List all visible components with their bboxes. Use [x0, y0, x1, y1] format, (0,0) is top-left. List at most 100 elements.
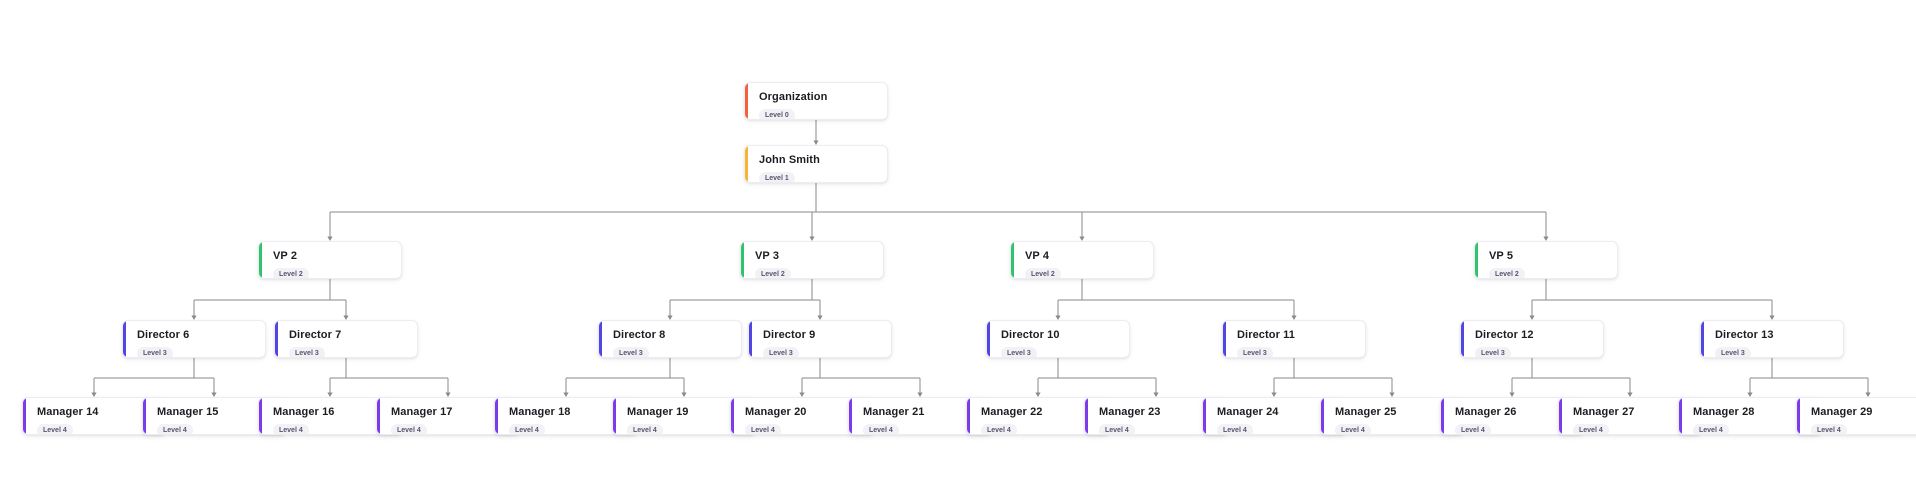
node-title: Manager 16 [273, 406, 335, 418]
node-level-badge: Level 4 [391, 424, 427, 434]
node-level-badge: Level 3 [137, 347, 173, 357]
node-accent-bar [741, 242, 744, 278]
node-accent-bar [1679, 398, 1682, 434]
node-accent-bar [259, 398, 262, 434]
node-accent-bar [495, 398, 498, 434]
node-accent-bar [23, 398, 26, 434]
node-title: Manager 18 [509, 406, 571, 418]
node-title: Manager 14 [37, 406, 99, 418]
node-level-badge: Level 3 [1001, 347, 1037, 357]
org-node[interactable]: Director 8 Level 3 [598, 320, 742, 358]
node-level-badge: Level 4 [1455, 424, 1491, 434]
org-node[interactable]: Director 9 Level 3 [748, 320, 892, 358]
node-accent-bar [143, 398, 146, 434]
node-accent-bar [749, 321, 752, 357]
node-accent-bar [745, 146, 748, 182]
node-level-badge: Level 1 [759, 172, 795, 182]
org-node[interactable]: VP 4 Level 2 [1010, 241, 1154, 279]
org-node[interactable]: Director 12 Level 3 [1460, 320, 1604, 358]
node-title: Director 7 [289, 329, 342, 341]
node-level-badge: Level 3 [1715, 347, 1751, 357]
node-accent-bar [1475, 242, 1478, 278]
node-title: Manager 15 [157, 406, 219, 418]
node-level-badge: Level 4 [157, 424, 193, 434]
node-title: Director 6 [137, 329, 190, 341]
node-level-badge: Level 4 [1811, 424, 1847, 434]
node-title: VP 3 [755, 250, 780, 262]
node-title: Manager 17 [391, 406, 453, 418]
node-title: Director 13 [1715, 329, 1774, 341]
node-accent-bar [1321, 398, 1324, 434]
node-title: Manager 20 [745, 406, 807, 418]
node-level-badge: Level 4 [981, 424, 1017, 434]
node-accent-bar [731, 398, 734, 434]
node-title: Manager 26 [1455, 406, 1517, 418]
node-accent-bar [613, 398, 616, 434]
node-level-badge: Level 3 [763, 347, 799, 357]
node-title: Manager 29 [1811, 406, 1873, 418]
node-accent-bar [123, 321, 126, 357]
node-accent-bar [1085, 398, 1088, 434]
node-level-badge: Level 2 [755, 268, 791, 278]
org-node[interactable]: Director 13 Level 3 [1700, 320, 1844, 358]
node-level-badge: Level 4 [1573, 424, 1609, 434]
node-title: VP 2 [273, 250, 298, 262]
node-title: Director 12 [1475, 329, 1534, 341]
node-title: Manager 25 [1335, 406, 1397, 418]
node-level-badge: Level 3 [1475, 347, 1511, 357]
node-level-badge: Level 4 [37, 424, 73, 434]
org-node[interactable]: Director 11 Level 3 [1222, 320, 1366, 358]
node-level-badge: Level 4 [1099, 424, 1135, 434]
node-title: Manager 22 [981, 406, 1043, 418]
node-accent-bar [377, 398, 380, 434]
node-level-badge: Level 3 [1237, 347, 1273, 357]
node-title: VP 4 [1025, 250, 1050, 262]
node-level-badge: Level 2 [273, 268, 309, 278]
node-accent-bar [745, 83, 748, 119]
org-node[interactable]: Director 6 Level 3 [122, 320, 266, 358]
node-title: Director 11 [1237, 329, 1295, 341]
node-accent-bar [1011, 242, 1014, 278]
node-accent-bar [967, 398, 970, 434]
node-accent-bar [599, 321, 602, 357]
node-accent-bar [1203, 398, 1206, 434]
node-level-badge: Level 4 [863, 424, 899, 434]
node-title: Organization [759, 91, 828, 103]
node-level-badge: Level 3 [613, 347, 649, 357]
org-node[interactable]: VP 3 Level 2 [740, 241, 884, 279]
node-level-badge: Level 4 [1335, 424, 1371, 434]
node-accent-bar [849, 398, 852, 434]
node-level-badge: Level 3 [289, 347, 325, 357]
node-title: Manager 23 [1099, 406, 1161, 418]
node-level-badge: Level 4 [1693, 424, 1729, 434]
node-level-badge: Level 4 [273, 424, 309, 434]
node-accent-bar [275, 321, 278, 357]
node-level-badge: Level 4 [627, 424, 663, 434]
org-node[interactable]: Director 10 Level 3 [986, 320, 1130, 358]
node-title: Director 10 [1001, 329, 1060, 341]
node-accent-bar [1441, 398, 1444, 434]
org-node[interactable]: Manager 29 Level 4 [1796, 397, 1916, 435]
node-accent-bar [1797, 398, 1800, 434]
node-title: Manager 28 [1693, 406, 1755, 418]
node-level-badge: Level 4 [745, 424, 781, 434]
org-node[interactable]: Director 7 Level 3 [274, 320, 418, 358]
node-title: Director 8 [613, 329, 666, 341]
node-level-badge: Level 4 [1217, 424, 1253, 434]
node-accent-bar [259, 242, 262, 278]
node-title: Manager 24 [1217, 406, 1279, 418]
org-node[interactable]: VP 2 Level 2 [258, 241, 402, 279]
node-title: John Smith [759, 154, 820, 166]
node-level-badge: Level 2 [1489, 268, 1525, 278]
node-accent-bar [1223, 321, 1226, 357]
node-level-badge: Level 2 [1025, 268, 1061, 278]
node-accent-bar [987, 321, 990, 357]
node-accent-bar [1701, 321, 1704, 357]
node-title: Director 9 [763, 329, 816, 341]
node-level-badge: Level 4 [509, 424, 545, 434]
